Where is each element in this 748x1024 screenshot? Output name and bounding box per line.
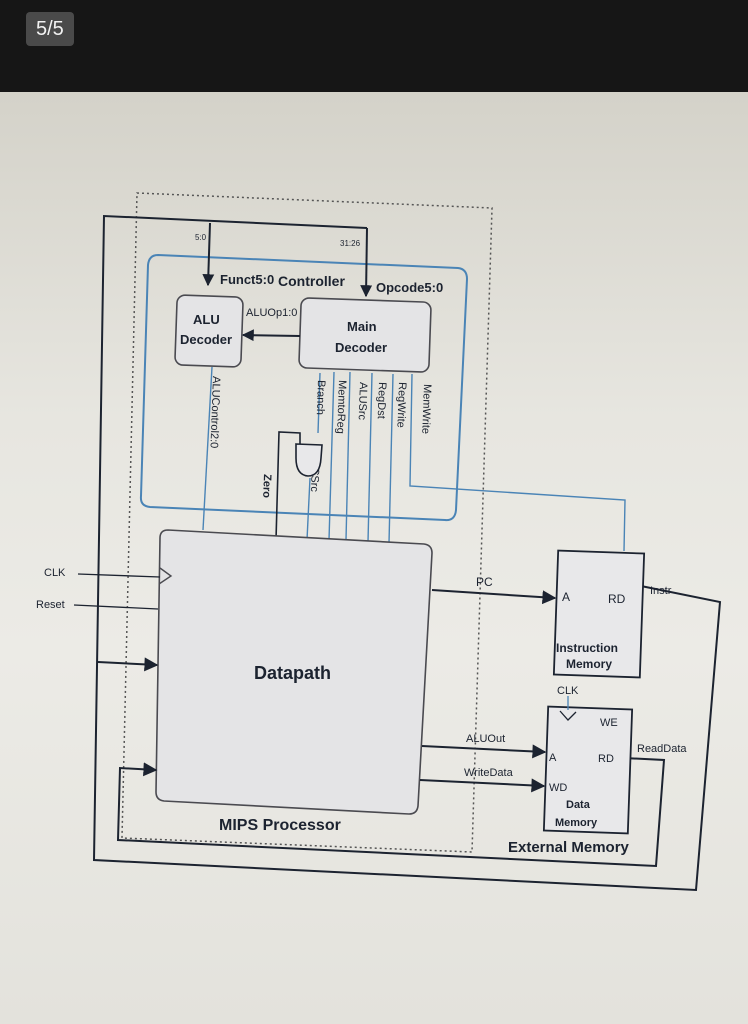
- datapath-label: Datapath: [254, 663, 331, 683]
- control-signal-wires: [202, 366, 626, 552]
- controller-title: Controller: [278, 273, 345, 289]
- reset-wire: [73, 604, 159, 610]
- main-decoder-line1: Main: [347, 319, 377, 334]
- dmem-line1: Data: [566, 799, 591, 811]
- pc-label: PC: [476, 575, 493, 589]
- opcode-label: Opcode5:0: [376, 280, 443, 295]
- aluout-wire: [421, 744, 547, 759]
- alu-decoder-line2: Decoder: [180, 332, 232, 347]
- dmem-line2: Memory: [555, 817, 598, 829]
- data-memory-block: [542, 705, 634, 835]
- readdata-wire: [116, 757, 666, 868]
- controller-box: [139, 253, 469, 522]
- viewer-top-bar: 5/5: [0, 0, 748, 92]
- imem-port-rd: RD: [608, 592, 626, 606]
- alusrc-label: ALUSrc: [356, 382, 369, 421]
- dmem-port-rd: RD: [598, 753, 614, 765]
- funct-label: Funct5:0: [220, 272, 274, 287]
- alucontrol-label: ALUControl2:0: [207, 376, 222, 449]
- writedata-wire: [419, 778, 546, 793]
- dmem-we-label: WE: [600, 717, 618, 729]
- page-counter: 5/5: [26, 12, 74, 46]
- opcode-bits: 31:26: [340, 239, 361, 248]
- aluout-label: ALUOut: [466, 733, 505, 745]
- clk-input-label: CLK: [44, 567, 66, 579]
- instr-to-datapath-wire: [97, 657, 159, 672]
- instr-wire: [92, 214, 722, 892]
- processor-boundary: [121, 192, 493, 853]
- opcode-wire: [360, 227, 373, 298]
- dmem-port-wd: WD: [549, 782, 567, 794]
- datapath-block: [155, 529, 433, 815]
- mips-diagram: 5:0 31:26 Funct5:0 Controller Opcode5:0 …: [36, 192, 722, 892]
- imem-line2: Memory: [566, 657, 612, 671]
- clk-wire: [77, 573, 161, 578]
- dmem-clk-label: CLK: [557, 685, 579, 697]
- main-decoder-line2: Decoder: [335, 340, 387, 355]
- writedata-label: WriteData: [464, 767, 514, 779]
- alu-decoder-line1: ALU: [193, 312, 220, 327]
- imem-port-a: A: [562, 590, 570, 604]
- pc-wire: [431, 589, 557, 605]
- main-decoder-box: [298, 297, 432, 373]
- regdst-label: RegDst: [375, 382, 388, 419]
- funct-wire: [202, 222, 215, 287]
- alu-decoder-box: [174, 294, 244, 368]
- memtoreg-label: MemtoReg: [334, 380, 348, 434]
- imem-line1: Instruction: [556, 641, 618, 655]
- zero-label: Zero: [260, 474, 273, 499]
- processor-label: MIPS Processor: [219, 817, 341, 834]
- and-gate: [295, 443, 323, 477]
- regwrite-label: RegWrite: [394, 382, 408, 428]
- memwrite-label: MemWrite: [419, 384, 433, 434]
- dmem-clock-triangle: [559, 710, 577, 721]
- clock-triangle: [158, 567, 173, 585]
- funct-bits: 5:0: [195, 233, 207, 242]
- reset-input-label: Reset: [36, 599, 65, 611]
- aluop-wire: [241, 329, 301, 342]
- aluop-label: ALUOp1:0: [246, 307, 297, 319]
- branch-label: Branch: [314, 380, 327, 415]
- readdata-label: ReadData: [637, 743, 687, 755]
- photo-area: 5:0 31:26 Funct5:0 Controller Opcode5:0 …: [0, 92, 748, 1024]
- instruction-memory-block: [552, 549, 646, 679]
- instr-label: Instr: [650, 585, 672, 597]
- zero-wire: [275, 431, 301, 541]
- dmem-port-a: A: [549, 752, 557, 764]
- external-memory-label: External Memory: [508, 839, 630, 856]
